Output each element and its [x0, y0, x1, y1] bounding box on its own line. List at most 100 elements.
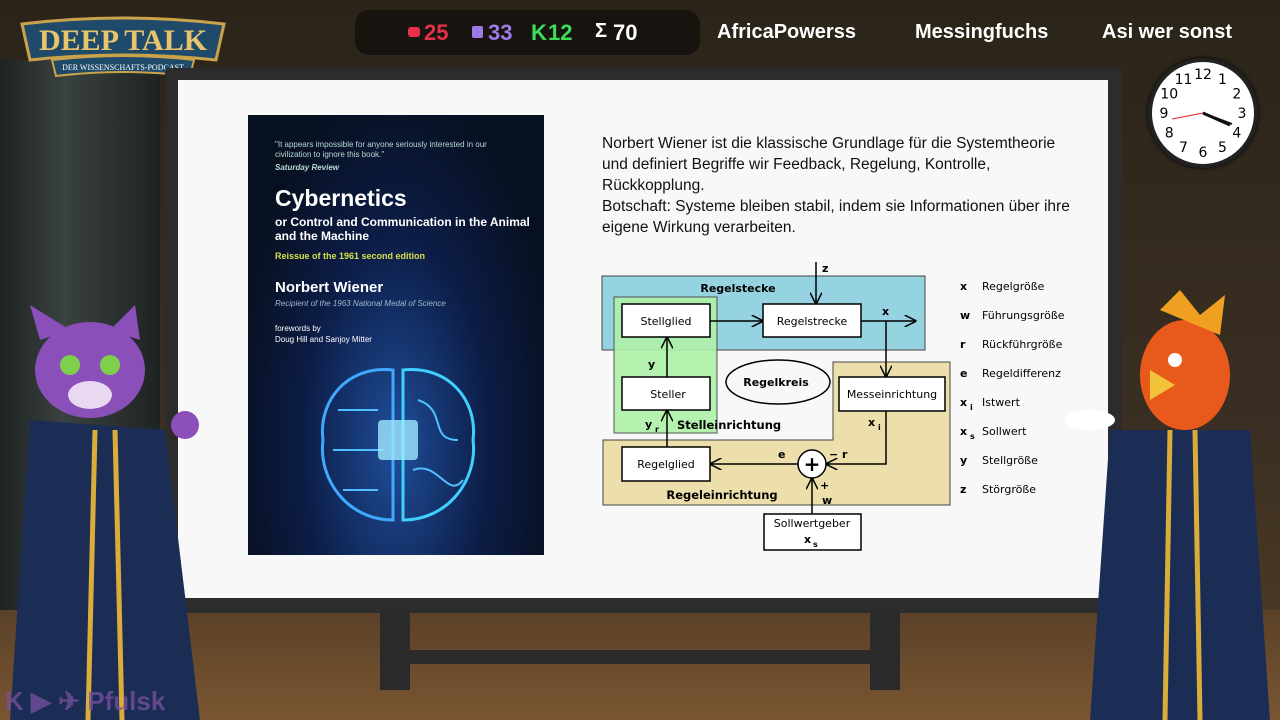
- legend-label: Führungsgröße: [982, 309, 1065, 322]
- kick-count: 12: [548, 20, 573, 45]
- book-cover: "It appears impossible for anyone seriou…: [248, 115, 544, 555]
- clock-numeral: 8: [1165, 126, 1174, 142]
- label-z: z: [822, 262, 828, 275]
- board-crossbar: [400, 650, 880, 664]
- legend-symbol: w: [960, 309, 970, 322]
- clock-numeral: 9: [1160, 106, 1169, 122]
- label-regelstecke: Regelstecke: [700, 282, 775, 295]
- diagram-legend: x Regelgröße w Führungsgröße r Rückführgröße e…: [960, 280, 1065, 496]
- kick-icon: K: [531, 20, 547, 45]
- sum-symbol: +: [804, 452, 821, 476]
- label-messeinrichtung: Messeinrichtung: [847, 388, 937, 401]
- box-regelglied: [621, 446, 711, 482]
- clock-numeral: 11: [1175, 72, 1193, 88]
- book-forewords: Doug Hill and Sanjoy Mitter: [275, 335, 372, 344]
- clock-numeral: 2: [1232, 87, 1241, 103]
- telegram-icon[interactable]: ✈: [58, 686, 81, 716]
- label-minus-r: − r: [829, 448, 848, 461]
- clock-numeral: 7: [1179, 140, 1188, 156]
- label-xs: x: [804, 533, 811, 546]
- kick-icon[interactable]: K: [5, 686, 24, 716]
- label-regeleinrichtung: Regeleinrichtung: [666, 488, 777, 502]
- label-yr-sub: r: [655, 425, 659, 434]
- label-plus: +: [820, 479, 829, 492]
- legend-symbol: y: [960, 454, 967, 467]
- legend-label: Stellgröße: [982, 454, 1038, 467]
- label-xi-sub: i: [878, 423, 881, 432]
- label-y: y: [648, 358, 655, 371]
- label-stellglied: Stellglied: [640, 315, 691, 328]
- legend-symbol: r: [960, 338, 966, 351]
- book-title: Cybernetics: [275, 185, 407, 211]
- legend-symbol: x: [960, 425, 967, 438]
- social-handle: Pfulsk: [87, 686, 166, 716]
- clock-numeral: 10: [1160, 87, 1178, 103]
- legend-label: Regeldifferenz: [982, 367, 1061, 380]
- logo-subtitle: DER WISSENSCHAFTS-PODCAST: [62, 63, 184, 72]
- label-steller: Steller: [650, 388, 686, 401]
- clock-numeral: 5: [1218, 140, 1227, 156]
- legend-label: Sollwert: [982, 425, 1027, 438]
- book-subtitle: or Control and Communication in the Anim…: [275, 215, 530, 243]
- clock-numeral: 4: [1232, 126, 1241, 142]
- legend-symbol: x: [960, 280, 967, 293]
- box-sollwertgeber: [763, 513, 862, 551]
- label-xs-sub: s: [813, 540, 818, 549]
- clock-numeral: 3: [1238, 106, 1247, 122]
- second-hand: [1171, 112, 1204, 120]
- twitch-icon: [472, 26, 483, 38]
- book-quote-source: Saturday Review: [275, 163, 340, 172]
- participant-name: Asi wer sonst: [1102, 21, 1233, 43]
- youtube-count: 25: [424, 20, 449, 45]
- legend-symbol: e: [960, 367, 967, 380]
- label-regelkreis: Regelkreis: [743, 376, 809, 389]
- label-regelglied: Regelglied: [637, 458, 695, 471]
- legend-subscript: s: [970, 432, 975, 441]
- description-line: Norbert Wiener ist die klassische Grundl…: [602, 135, 1056, 194]
- label-w: w: [822, 494, 832, 507]
- sigma-icon: Σ: [595, 20, 608, 42]
- cat-mascot: [10, 305, 200, 720]
- label-x: x: [882, 305, 889, 318]
- youtube-icon: [408, 27, 420, 37]
- total-count: 70: [613, 20, 638, 45]
- youtube-icon[interactable]: ▶: [31, 686, 52, 716]
- label-sollwertgeber: Sollwertgeber: [774, 517, 851, 530]
- participant-name: Messingfuchs: [915, 21, 1049, 43]
- legend-subscript: i: [970, 403, 973, 412]
- twitch-count: 33: [488, 20, 513, 45]
- book-forewords-label: forewords by: [275, 324, 321, 333]
- label-yr: y: [645, 418, 652, 431]
- phoenix-mascot: [1065, 290, 1270, 720]
- floor: [0, 610, 1280, 720]
- legend-label: Regelgröße: [982, 280, 1045, 293]
- clock-numeral: 12: [1194, 67, 1212, 83]
- book-quote: "It appears impossible for anyone seriou…: [275, 140, 487, 159]
- book-author-note: Recipient of the 1963 National Medal of …: [275, 299, 446, 308]
- legend-symbol: z: [960, 483, 966, 496]
- social-links: K ▶ ✈ Pfulsk: [5, 686, 165, 717]
- participant-name: AfricaPowerss: [717, 21, 856, 43]
- box-steller: [621, 376, 711, 411]
- label-e: e: [778, 448, 785, 461]
- label-regelstrecke: Regelstrecke: [777, 315, 848, 328]
- clock-numeral: 6: [1199, 145, 1208, 161]
- legend-symbol: x: [960, 396, 967, 409]
- legend-label: Istwert: [982, 396, 1021, 409]
- minute-hand: [1202, 112, 1233, 125]
- book-edition: Reissue of the 1961 second edition: [275, 251, 426, 261]
- description: Norbert Wiener ist die klassische Grundl…: [602, 133, 1082, 238]
- box-messeinrichtung: [838, 376, 946, 412]
- label-xi: x: [868, 416, 875, 429]
- description-line: Botschaft: Systeme bleiben stabil, indem…: [602, 198, 1070, 236]
- legend-label: Störgröße: [982, 483, 1036, 496]
- label-stelleinrichtung: Stelleinrichtung: [677, 418, 781, 432]
- logo-title: DEEP TALK: [39, 24, 208, 57]
- legend-label: Rückführgröße: [982, 338, 1063, 351]
- signal-arrows: [667, 262, 915, 514]
- brain-circuit-illustration: [320, 368, 476, 522]
- regelkreis-loop: [725, 359, 831, 405]
